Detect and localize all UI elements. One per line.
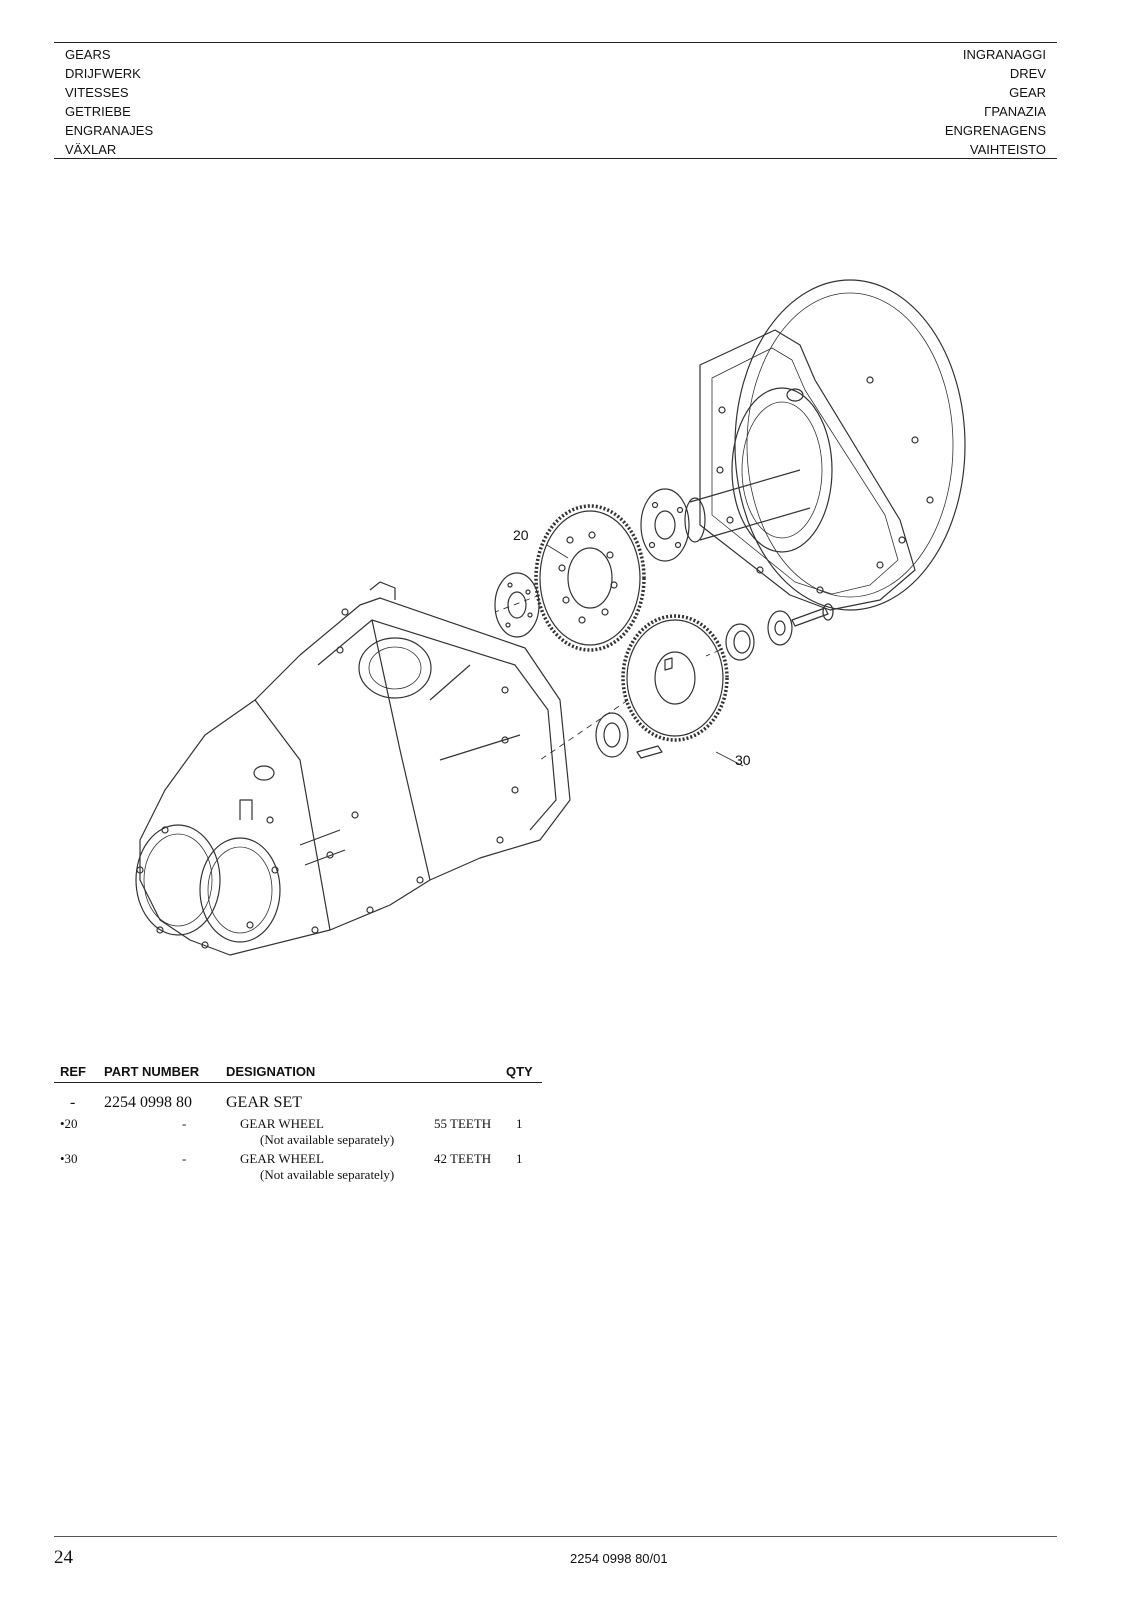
page-header: GEARS DRIJFWERK VITESSES GETRIEBE ENGRAN… — [54, 42, 1057, 159]
cell-part-number: - — [182, 1151, 187, 1166]
cell-ref: •20 — [60, 1116, 78, 1131]
assembly-axis — [494, 594, 721, 761]
header-title: ENGRENAGENS — [944, 123, 1046, 138]
header-title: INGRANAGGI — [962, 47, 1046, 62]
cell-ref: - — [70, 1094, 76, 1111]
header-title: VITESSES — [65, 85, 129, 100]
table-header: REF PART NUMBER DESIGNATION QTY — [54, 1062, 542, 1083]
table-row-note: (Not available separately) — [54, 1132, 542, 1150]
cell-part-number: - — [182, 1116, 187, 1131]
page-footer: 24 2254 0998 80/01 — [54, 1536, 1057, 1577]
header-title: DRIJFWERK — [65, 66, 141, 81]
compressor-housing — [135, 581, 571, 956]
header-title: ENGRANAJES — [65, 123, 154, 138]
gear-wheel-30 — [621, 614, 729, 742]
callout-20: 20 — [513, 527, 529, 543]
spacer-disc — [494, 572, 540, 638]
header-title: GEARS — [65, 47, 111, 62]
table-row-note: (Not available separately) — [54, 1167, 542, 1185]
col-designation: DESIGNATION — [226, 1064, 316, 1079]
header-title: GEAR — [1009, 85, 1046, 100]
cell-qty: 1 — [516, 1151, 523, 1166]
header-titles-right: INGRANAGGI DREV GEAR ΓΡΑΝΑΖΙΑ ENGRENAGEN… — [945, 45, 1046, 159]
page-number: 24 — [54, 1547, 73, 1568]
cell-spec: 55 TEETH — [434, 1116, 492, 1131]
header-title: VAIHTEISTO — [969, 142, 1046, 157]
cell-designation: GEAR SET — [226, 1094, 302, 1111]
header-title: ΓΡΑΝΑΖΙΑ — [984, 104, 1046, 119]
document-number: 2254 0998 80/01 — [570, 1551, 668, 1566]
table-row: •30 - GEAR WHEEL 42 TEETH 1 — [54, 1150, 542, 1167]
header-title: GETRIEBE — [65, 104, 131, 119]
drive-shaft — [640, 469, 811, 562]
parts-table: REF PART NUMBER DESIGNATION QTY - 2254 0… — [54, 1062, 542, 1185]
cell-qty: 1 — [516, 1116, 523, 1131]
cell-part-number: 2254 0998 80 — [104, 1094, 192, 1111]
col-qty: QTY — [506, 1064, 533, 1079]
gear-wheel-20 — [534, 504, 646, 652]
cell-note: (Not available separately) — [260, 1167, 395, 1182]
col-part-number: PART NUMBER — [104, 1064, 200, 1079]
header-title: VÄXLAR — [65, 142, 117, 157]
cell-designation: GEAR WHEEL — [240, 1116, 324, 1131]
cell-note: (Not available separately) — [260, 1132, 395, 1147]
table-row: - 2254 0998 80 GEAR SET — [54, 1087, 542, 1115]
cell-ref: •30 — [60, 1151, 78, 1166]
cell-spec: 42 TEETH — [434, 1151, 492, 1166]
header-title: DREV — [1009, 66, 1046, 81]
col-ref: REF — [60, 1064, 86, 1079]
cell-designation: GEAR WHEEL — [240, 1151, 324, 1166]
flywheel-housing — [699, 279, 966, 611]
small-bearing — [595, 712, 663, 759]
table-row: •20 - GEAR WHEEL 55 TEETH 1 — [54, 1115, 542, 1132]
bearing-and-bolt — [725, 603, 834, 661]
header-titles-left: GEARS DRIJFWERK VITESSES GETRIEBE ENGRAN… — [65, 45, 153, 159]
callout-30: 30 — [735, 752, 751, 768]
